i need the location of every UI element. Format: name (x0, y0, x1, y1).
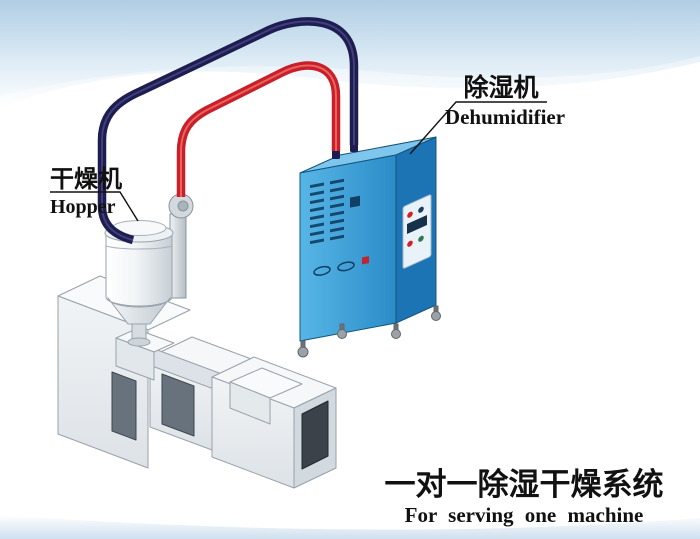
vent-grille (310, 178, 344, 245)
dehumidifier-unit (297, 136, 441, 358)
hopper-label-cn: 干燥机 (50, 165, 122, 193)
button-green (418, 235, 424, 242)
dehumidifier-label-cn: 除湿机 (463, 73, 538, 102)
hopper-band (105, 245, 173, 250)
handle-right (337, 261, 355, 272)
blower-fan-hub (177, 200, 189, 212)
casters (297, 305, 441, 358)
hopper-body (105, 233, 173, 307)
hopper-label-en: Hopper (50, 196, 116, 218)
panel-display (407, 215, 427, 235)
return-air-pipe-highlight (101, 20, 355, 241)
extruder-machine (57, 275, 337, 489)
dehumidifier-leader-line (409, 101, 547, 155)
machine-door-left (111, 371, 137, 441)
control-panel (402, 194, 432, 269)
hopper-cone (107, 296, 171, 325)
handle-left (313, 265, 331, 276)
air-pipes (97, 17, 359, 245)
die-plate (301, 400, 329, 470)
labels: 干燥机 Hopper 除湿机 Dehumidifier 一对一除湿干燥系统 Fo… (50, 73, 664, 527)
dry-air-pipe-highlight (180, 64, 337, 197)
background-bottom-band (0, 515, 700, 539)
dehumidifier-front-face (299, 154, 397, 342)
machine-door-mid (161, 373, 195, 437)
dehumidifier-label-en: Dehumidifier (445, 105, 565, 129)
hopper-leader-line (50, 191, 139, 222)
indicator-dark (418, 206, 424, 213)
hopper-pedestal-front (115, 337, 155, 381)
hopper-dryer (104, 193, 194, 347)
caption-en: For serving one machine (405, 503, 644, 527)
indicator-red (407, 211, 413, 218)
gearbox-front (229, 381, 271, 425)
brand-emblem (350, 195, 360, 208)
hopper-blower (168, 193, 194, 299)
button-red (407, 240, 413, 247)
hopper-flange (127, 337, 151, 347)
warning-sticker (362, 256, 369, 265)
dehumidifier-front-details (310, 178, 369, 276)
caption-cn: 一对一除湿干燥系统 (385, 467, 664, 503)
